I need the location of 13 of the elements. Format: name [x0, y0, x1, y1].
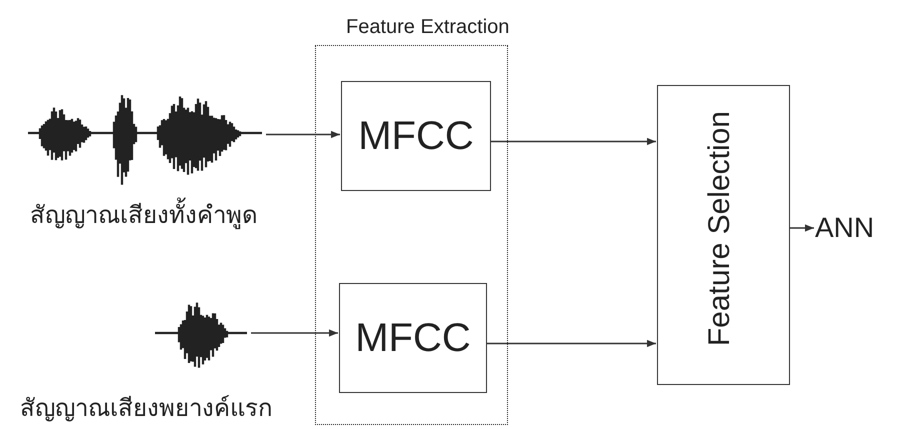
process-box: MFCC [341, 81, 491, 191]
node-label: สัญญาณเสียงทั้งคำพูด [30, 195, 258, 234]
box-label: Feature Selection [703, 111, 737, 346]
arrow [790, 224, 814, 232]
node-label: สัญญาณเสียงพยางค์แรก [20, 393, 273, 424]
process-box [657, 85, 790, 385]
arrow [266, 130, 340, 138]
output-label: ANN [815, 212, 874, 244]
process-box: MFCC [339, 283, 487, 393]
arrow [251, 329, 338, 337]
group-heading: Feature Extraction [346, 16, 510, 39]
arrow [487, 340, 656, 348]
arrow [491, 138, 656, 146]
